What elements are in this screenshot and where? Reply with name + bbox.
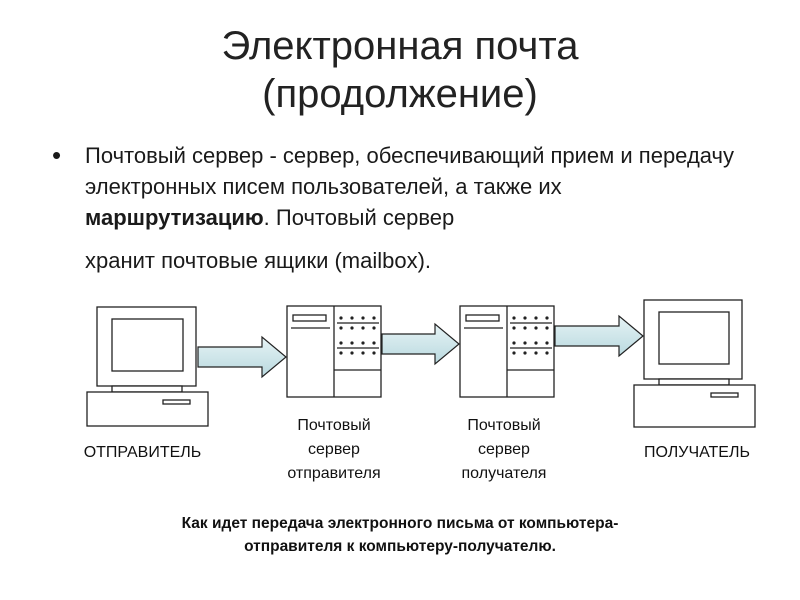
bullet-dot: • — [52, 140, 62, 170]
receiver-server-icon — [459, 305, 555, 398]
arrow-server-to-server — [381, 322, 460, 366]
sender-computer-icon — [86, 306, 209, 427]
sender-server-icon — [286, 305, 382, 398]
diagram-caption: Как идет передача электронного письма от… — [110, 512, 690, 558]
bullet-text-start: Почтовый сервер - сервер, обеспечивающий… — [85, 143, 734, 199]
sender-server-label: Почтовый сервер отправителя — [262, 414, 406, 486]
slide-title: Электронная почта (продолжение) — [0, 22, 800, 118]
sender-label: ОТПРАВИТЕЛЬ — [55, 441, 230, 465]
title-line-1: Электронная почта — [221, 24, 579, 68]
bullet-last-line: хранит почтовые ящики (mailbox). — [85, 248, 432, 273]
receiver-label-text: ПОЛУЧАТЕЛЬ — [644, 444, 750, 461]
bullet-text: Почтовый сервер - сервер, обеспечивающий… — [85, 140, 745, 276]
sender-server-label-line-1: Почтовый — [297, 417, 371, 434]
sender-server-label-line-3: отправителя — [287, 465, 381, 482]
caption-line-1: Как идет передача электронного письма от… — [181, 515, 619, 532]
arrow-sender-to-server — [197, 335, 287, 379]
receiver-label: ПОЛУЧАТЕЛЬ — [618, 441, 776, 465]
sender-label-text: ОТПРАВИТЕЛЬ — [83, 444, 202, 461]
bullet-text-end: . Почтовый сервер — [263, 205, 455, 230]
sender-server-label-line-2: сервер — [308, 441, 360, 458]
receiver-server-label: Почтовый сервер получателя — [436, 414, 572, 486]
arrow-server-to-receiver — [554, 314, 644, 358]
title-line-2: (продолжение) — [262, 72, 538, 116]
receiver-server-label-line-1: Почтовый — [467, 417, 541, 434]
bullet-bold-term: маршрутизацию — [85, 205, 264, 230]
receiver-server-label-line-3: получателя — [461, 465, 547, 482]
receiver-server-label-line-2: сервер — [478, 441, 530, 458]
receiver-computer-icon — [633, 299, 756, 428]
caption-line-2: отправителя к компьютеру-получателю. — [244, 538, 556, 555]
